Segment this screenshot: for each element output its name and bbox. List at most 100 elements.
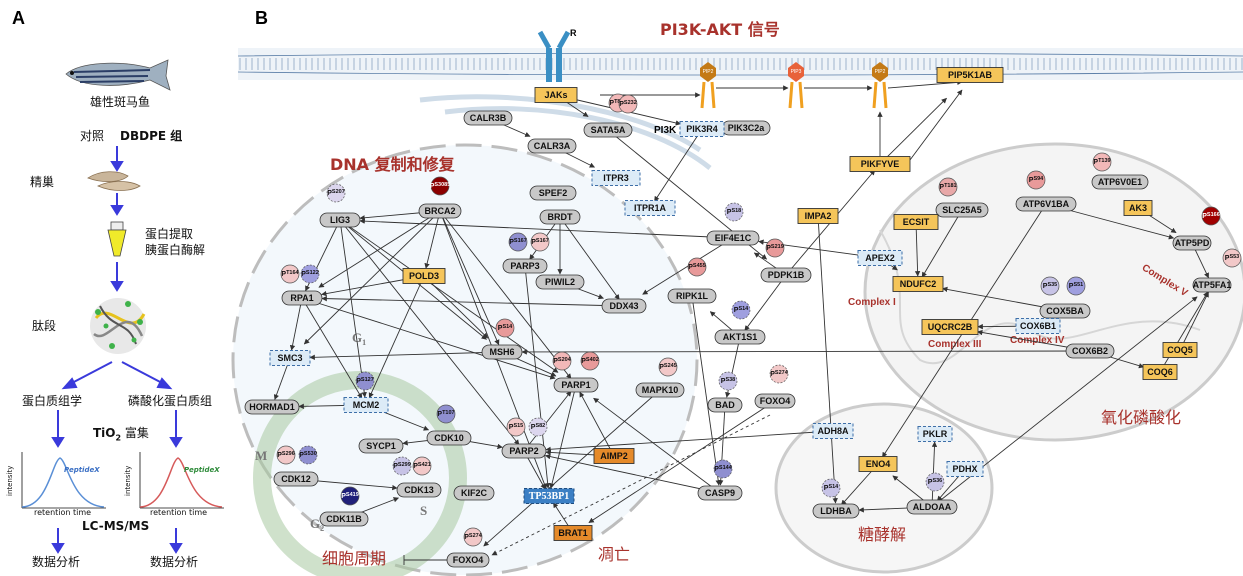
- node-pklr: PKLR: [917, 426, 953, 442]
- edge-slc25a5-ndufc2: [921, 209, 963, 278]
- lipid-pip2-a: PIP2: [700, 62, 716, 109]
- phosphosite-s24: PS530: [298, 445, 318, 465]
- phase-g1: G1: [352, 330, 366, 347]
- svg-text:PS274: PS274: [770, 370, 788, 378]
- svg-text:ECSIT: ECSIT: [903, 217, 930, 227]
- phosphosite-s37: PS14: [821, 478, 841, 498]
- lipid-pip2-b: PIP2: [872, 62, 888, 109]
- svg-text:ATP6V0E1: ATP6V0E1: [1098, 177, 1142, 187]
- phosphosite-s25: PS299: [392, 456, 412, 476]
- tio2-label: TiO2 富集: [93, 426, 149, 443]
- svg-text:LIG3: LIG3: [330, 215, 350, 225]
- lipid-edge-5: [909, 89, 963, 161]
- svg-text:PT139: PT139: [1093, 158, 1110, 166]
- phase-g2: G2: [310, 516, 324, 533]
- edge-foxo4-inhibit: [403, 555, 447, 565]
- svg-text:PS3085: PS3085: [430, 182, 451, 190]
- title-pi3k: PI3K-AKT 信号: [660, 20, 780, 39]
- svg-text:PIK3C2a: PIK3C2a: [728, 123, 766, 133]
- svg-text:PIK3R4: PIK3R4: [686, 124, 718, 134]
- svg-text:RPA1: RPA1: [290, 293, 313, 303]
- phosphosite-s10: PT164: [280, 264, 300, 284]
- node-msh6: MSH6: [481, 344, 523, 360]
- phosphosite-s28: PS419: [340, 486, 360, 506]
- phosphosite-s23: PS296: [276, 445, 296, 465]
- phospho-label: 磷酸化蛋白质组: [128, 394, 213, 408]
- node-cox6b2: COX6B2: [1065, 343, 1115, 359]
- svg-text:ATP5FA1: ATP5FA1: [1193, 280, 1232, 290]
- svg-text:POLD3: POLD3: [409, 271, 439, 281]
- node-sata5a: SATA5A: [583, 122, 633, 138]
- phosphosites: PT868PS232PS207PS3085PS167PS167PS18PS219…: [276, 93, 1242, 547]
- phosphosite-s31: PS94: [1026, 170, 1046, 190]
- edge-brca2-smc3: [303, 210, 441, 345]
- node-cox6b1: COX6B1: [1015, 318, 1061, 334]
- node-aldoaa: ALDOAA: [906, 499, 958, 515]
- svg-text:APEX2: APEX2: [865, 253, 895, 263]
- svg-text:PS144: PS144: [714, 465, 732, 473]
- svg-text:ENO4: ENO4: [866, 459, 891, 469]
- edge-pold3-mcm2: [368, 275, 425, 399]
- edge-rpa1-smc3: [289, 297, 303, 351]
- edge-parp2-parp1: [523, 390, 572, 452]
- node-cdk11b: CDK11B: [319, 511, 369, 527]
- chromatogram-phospho: [139, 452, 224, 509]
- edge-adh8a-parp2: [545, 430, 834, 452]
- phosphosite-s35: PS51: [1066, 276, 1086, 296]
- node-pik3c2a: PIK3C2a: [721, 120, 771, 136]
- zebrafish-icon: [65, 59, 171, 91]
- node-foxo4a: FOXO4: [754, 393, 796, 409]
- svg-text:DDX43: DDX43: [609, 301, 638, 311]
- svg-text:SPEF2: SPEF2: [539, 188, 568, 198]
- edge-foxo4-dashed: [491, 414, 771, 556]
- edge-casp9-parp1: [593, 397, 721, 494]
- node-ldhba: LDHBA: [812, 503, 860, 519]
- node-parp1: PARP1: [553, 377, 599, 393]
- svg-text:MAPK10: MAPK10: [642, 385, 679, 395]
- node-calr3a: CALR3A: [527, 138, 577, 154]
- svg-text:PS207: PS207: [327, 189, 345, 197]
- svg-text:PS419: PS419: [341, 492, 359, 500]
- chromatogram-proteome: [21, 452, 106, 509]
- svg-text:ATP5PD: ATP5PD: [1175, 238, 1210, 248]
- svg-text:AK3: AK3: [1129, 203, 1147, 213]
- peptide-tag-left: PeptideX: [64, 466, 100, 474]
- title-oxphos: 氧化磷酸化: [1101, 408, 1181, 427]
- test-tube-icon: [107, 221, 127, 257]
- node-cdk10: CDK10: [426, 430, 472, 446]
- svg-text:PS127: PS127: [356, 377, 374, 385]
- workflow-arrows: [51, 146, 183, 554]
- receptor-label: R: [570, 28, 577, 38]
- treatment-label: DBDPE 组: [120, 129, 183, 143]
- node-atp5pd: ATP5PD: [1172, 235, 1212, 251]
- node-mcm2: MCM2: [343, 397, 389, 413]
- phosphosite-s17: PS274: [769, 364, 789, 384]
- svg-text:PS296: PS296: [277, 451, 295, 459]
- lipid-edge-3: [887, 79, 963, 89]
- edge-pdpk1b-akt1s1: [744, 274, 787, 332]
- node-ripk1l: RIPK1L: [667, 288, 717, 304]
- panel-a-graphics: [21, 59, 224, 554]
- svg-text:PS166: PS166: [1202, 212, 1220, 220]
- svg-text:LDHBA: LDHBA: [820, 506, 852, 516]
- node-foxo4b: FOXO4: [446, 552, 490, 568]
- svg-text:SATA5A: SATA5A: [591, 125, 626, 135]
- svg-text:BRCA2: BRCA2: [424, 206, 455, 216]
- svg-text:PT181: PT181: [939, 183, 956, 191]
- node-itpr1a: ITPR1A: [624, 200, 676, 216]
- phosphosite-s15: PS402: [580, 351, 600, 371]
- node-calr3b: CALR3B: [463, 110, 513, 126]
- phosphosite-s33: PS166: [1201, 206, 1221, 226]
- svg-text:FOXO4: FOXO4: [760, 396, 791, 406]
- phosphosite-s13: PS14: [731, 300, 751, 320]
- edge-ripk1l-casp9: [691, 295, 721, 486]
- title-dna: DNA 复制和修复: [330, 155, 456, 174]
- svg-text:CASP9: CASP9: [705, 488, 735, 498]
- node-brat1: BRAT1: [553, 525, 593, 541]
- svg-text:SLC25A5: SLC25A5: [942, 205, 982, 215]
- node-uqcrc2b: UQCRC2B: [921, 319, 979, 335]
- svg-text:ALDOAA: ALDOAA: [913, 502, 952, 512]
- phosphosite-s20: PT107: [436, 404, 456, 424]
- svg-text:PT164: PT164: [281, 270, 299, 278]
